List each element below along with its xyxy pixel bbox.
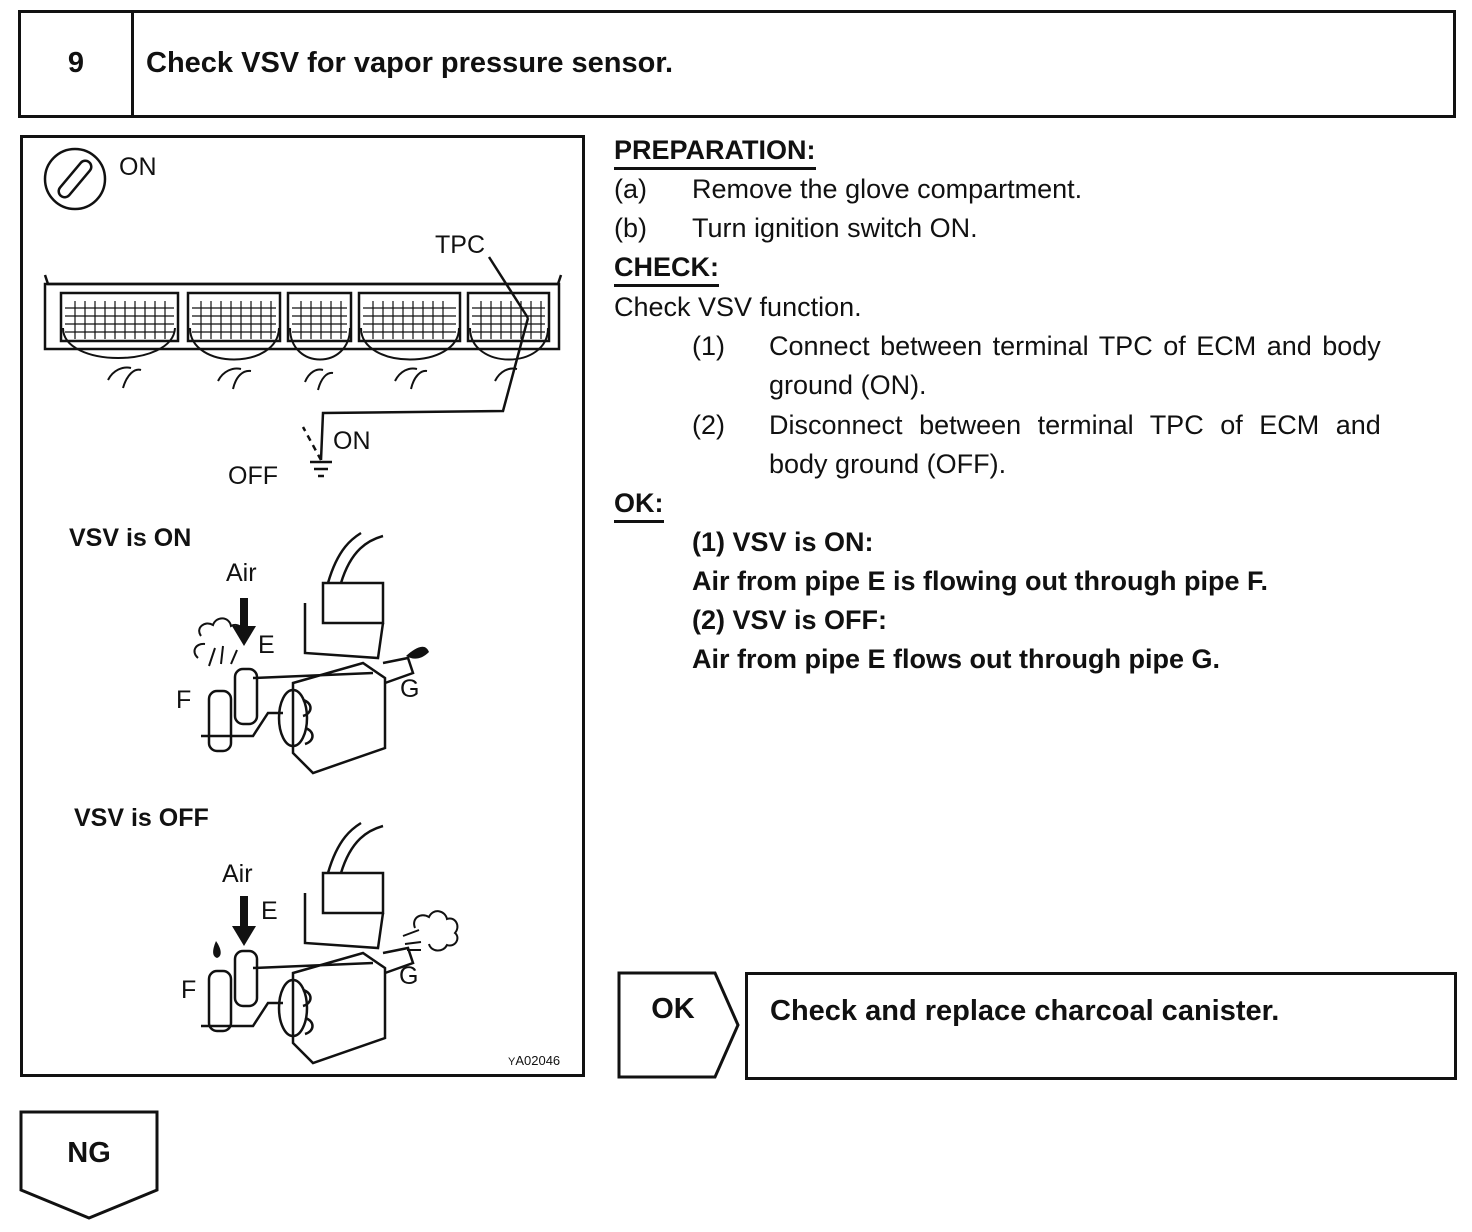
ok-heading-text: OK: bbox=[614, 486, 664, 523]
check-step-2-line2: body ground (OFF). bbox=[769, 449, 1007, 479]
air-arrow-off-icon bbox=[232, 896, 256, 946]
check-step-1-line1: Connect between terminal TPC of ECM and … bbox=[769, 331, 1381, 361]
ng-result-label: NG bbox=[67, 1137, 111, 1169]
vsv-off-illustration bbox=[201, 821, 415, 1065]
figure-code-prefix: Y bbox=[508, 1056, 516, 1068]
ground-symbol bbox=[310, 460, 332, 478]
air-label-off: Air bbox=[222, 860, 253, 888]
ok-action-text: Check and replace charcoal canister. bbox=[770, 995, 1280, 1027]
prep-step-a-text: Remove the glove compartment. bbox=[692, 174, 1083, 204]
ground-on-label: ON bbox=[333, 427, 371, 455]
preparation-heading: PREPARATION: bbox=[614, 131, 816, 170]
vsv-on-heading: VSV is ON bbox=[69, 524, 192, 552]
check-intro: Check VSV function. bbox=[614, 292, 862, 322]
tpc-wire bbox=[301, 256, 530, 461]
prep-step-a-marker: (a) bbox=[614, 174, 647, 204]
pipe-e-label-on: E bbox=[258, 631, 275, 659]
air-puff-f-icon bbox=[193, 617, 245, 667]
blocked-drop-f-icon bbox=[213, 941, 221, 958]
figure-panel: ON TPC ON OFF VSV is ON Air E F G VSV is… bbox=[20, 135, 585, 1077]
prep-step-b-text: Turn ignition switch ON. bbox=[692, 213, 978, 243]
tpc-label: TPC bbox=[435, 231, 485, 259]
ok-line-1: (1) VSV is ON: bbox=[692, 527, 874, 557]
ok-line-4: Air from pipe E flows out through pipe G… bbox=[692, 644, 1220, 674]
check-step-2-line1: Disconnect between terminal TPC of ECM a… bbox=[769, 410, 1381, 440]
step-title: Check VSV for vapor pressure sensor. bbox=[146, 47, 674, 79]
figure-code: YA02046 bbox=[508, 1053, 560, 1068]
ground-off-label: OFF bbox=[228, 462, 278, 490]
blocked-drop-g-icon bbox=[406, 646, 429, 659]
step-header: 9 Check VSV for vapor pressure sensor. bbox=[18, 10, 1456, 118]
pipe-f-label-off: F bbox=[181, 976, 197, 1004]
check-step-2-marker: (2) bbox=[692, 410, 725, 440]
check-step-1-marker: (1) bbox=[692, 331, 725, 361]
vsv-on-illustration bbox=[201, 531, 415, 775]
step-number-cell: 9 bbox=[21, 13, 134, 115]
connector-pins bbox=[65, 301, 545, 339]
air-label-on: Air bbox=[226, 559, 257, 587]
air-puff-g-icon bbox=[402, 910, 459, 952]
ng-arrow-box bbox=[19, 1110, 159, 1220]
vsv-off-heading: VSV is OFF bbox=[74, 804, 209, 832]
ok-result-label: OK bbox=[651, 993, 695, 1025]
ok-arrow-box bbox=[617, 971, 740, 1079]
ignition-on-label: ON bbox=[119, 153, 157, 181]
pipe-e-label-off: E bbox=[261, 897, 278, 925]
check-step-1-line2: ground (ON). bbox=[769, 370, 927, 400]
ok-heading: OK: bbox=[614, 484, 664, 523]
check-heading-text: CHECK: bbox=[614, 250, 719, 287]
pipe-f-label-on: F bbox=[176, 686, 192, 714]
step-number: 9 bbox=[67, 47, 85, 79]
pipe-g-label-off: G bbox=[399, 962, 419, 990]
figure-code-number: A02046 bbox=[515, 1053, 561, 1068]
ok-line-2: Air from pipe E is flowing out through p… bbox=[692, 566, 1268, 596]
check-heading: CHECK: bbox=[614, 248, 719, 287]
ecm-connector bbox=[43, 274, 563, 351]
ignition-key-icon bbox=[43, 147, 107, 211]
prep-step-b-marker: (b) bbox=[614, 213, 647, 243]
ok-action-box: Check and replace charcoal canister. bbox=[745, 972, 1457, 1080]
air-arrow-on-icon bbox=[232, 598, 256, 646]
diagram-svg bbox=[43, 147, 563, 1065]
pipe-g-label-on: G bbox=[400, 675, 420, 703]
wire-harness bbox=[62, 327, 549, 391]
preparation-heading-text: PREPARATION: bbox=[614, 133, 816, 170]
ok-line-3: (2) VSV is OFF: bbox=[692, 605, 888, 635]
